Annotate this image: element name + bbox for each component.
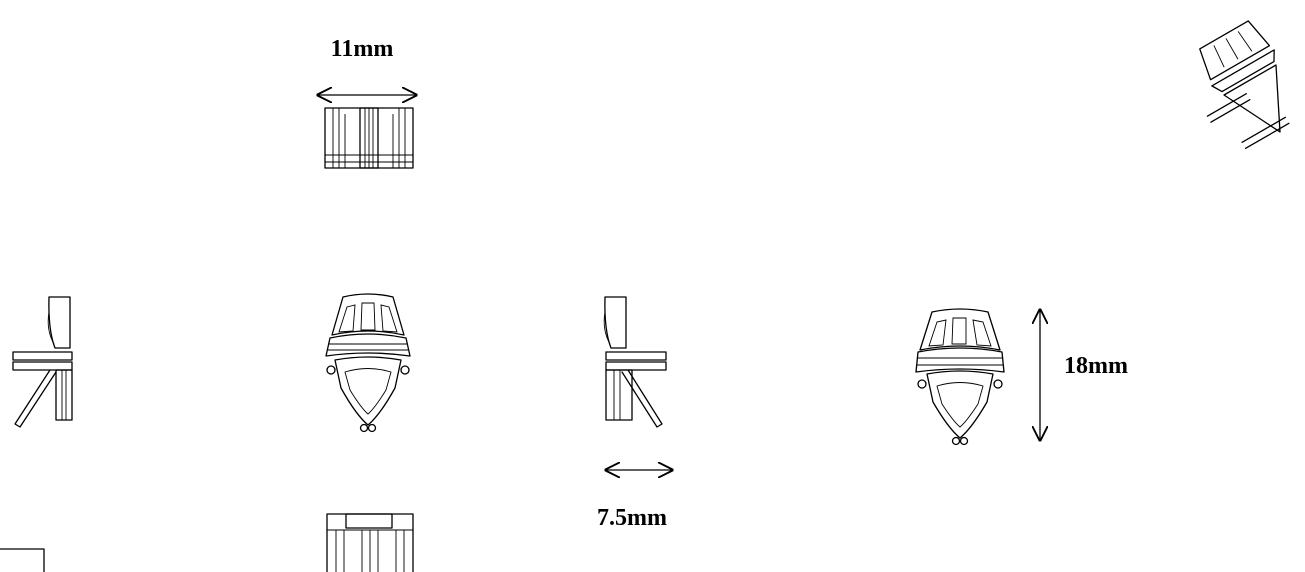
depth-label: 7.5mm: [597, 505, 667, 531]
side-view-right: [603, 296, 667, 428]
frame-corner: [0, 548, 45, 572]
width-label: 11mm: [331, 36, 394, 62]
front-view: [325, 293, 411, 433]
back-view: [915, 308, 1005, 446]
isometric-view: [1199, 20, 1290, 150]
top-view: [324, 107, 414, 169]
side-view-left: [12, 296, 73, 428]
height-label: 18mm: [1064, 353, 1128, 379]
bottom-view: [326, 513, 414, 572]
